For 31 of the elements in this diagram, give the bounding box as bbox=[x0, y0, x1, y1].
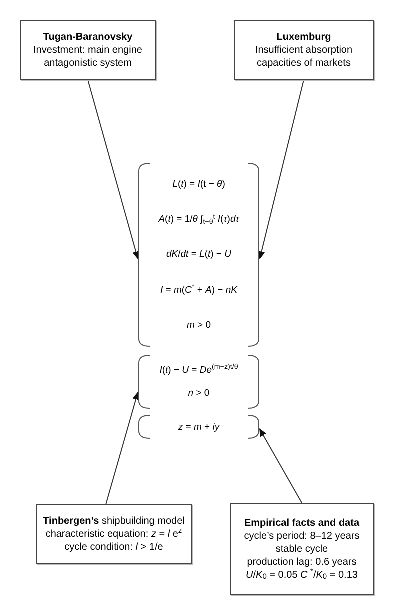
equation: m > 0 bbox=[186, 318, 212, 332]
box-text: characteristic equation: z = l e$^{z}$ bbox=[46, 528, 182, 540]
equation: n > 0 bbox=[188, 387, 210, 400]
box-heading: Tugan-Baranovsky bbox=[43, 30, 133, 44]
equation-bracket-group bbox=[138, 415, 260, 439]
equation: A(t) = 1/θ ∫$_{t−θ}$$^{t}$ I(τ)dτ bbox=[158, 213, 240, 226]
box-text: stable cycle bbox=[276, 542, 328, 556]
box-text: Tinbergen’s shipbuilding model bbox=[43, 514, 185, 528]
text-box bbox=[36, 504, 192, 564]
equation: z = m + iy bbox=[178, 420, 220, 434]
equation-bracket-group bbox=[138, 163, 260, 347]
box-text: cycle’s period: 8–12 years bbox=[244, 530, 360, 542]
box-text: Insufficient absorption capacities of markets bbox=[254, 44, 354, 70]
box-text: cycle condition: l > 1/e bbox=[64, 540, 164, 554]
arrow bbox=[258, 80, 304, 260]
text-box bbox=[20, 20, 156, 80]
equation-bracket-group bbox=[138, 355, 260, 409]
equation: dK/dt = L(t) − U bbox=[166, 248, 232, 262]
box-text: production lag: 0.6 years bbox=[247, 556, 357, 568]
box-text: U/K$_{0}$ = 0.05 C $^{*}$/K$_{0}$ = 0.13 bbox=[246, 568, 358, 582]
equation: L(t) = I(t − θ) bbox=[172, 178, 226, 192]
text-box bbox=[230, 503, 374, 595]
arrow bbox=[260, 428, 302, 504]
arrow bbox=[106, 392, 140, 504]
equation: I(t) − U = De$^{(m−z)t/θ}$ bbox=[160, 364, 238, 377]
arrow bbox=[88, 80, 140, 260]
box-heading: Luxemburg bbox=[276, 30, 332, 44]
text-box bbox=[234, 20, 374, 80]
equation: I = m(C$^{*}$ + A) − nK bbox=[160, 284, 238, 297]
box-text: Investment: main engine antagonistic system bbox=[32, 44, 144, 70]
box-heading: Empirical facts and data bbox=[244, 516, 360, 530]
